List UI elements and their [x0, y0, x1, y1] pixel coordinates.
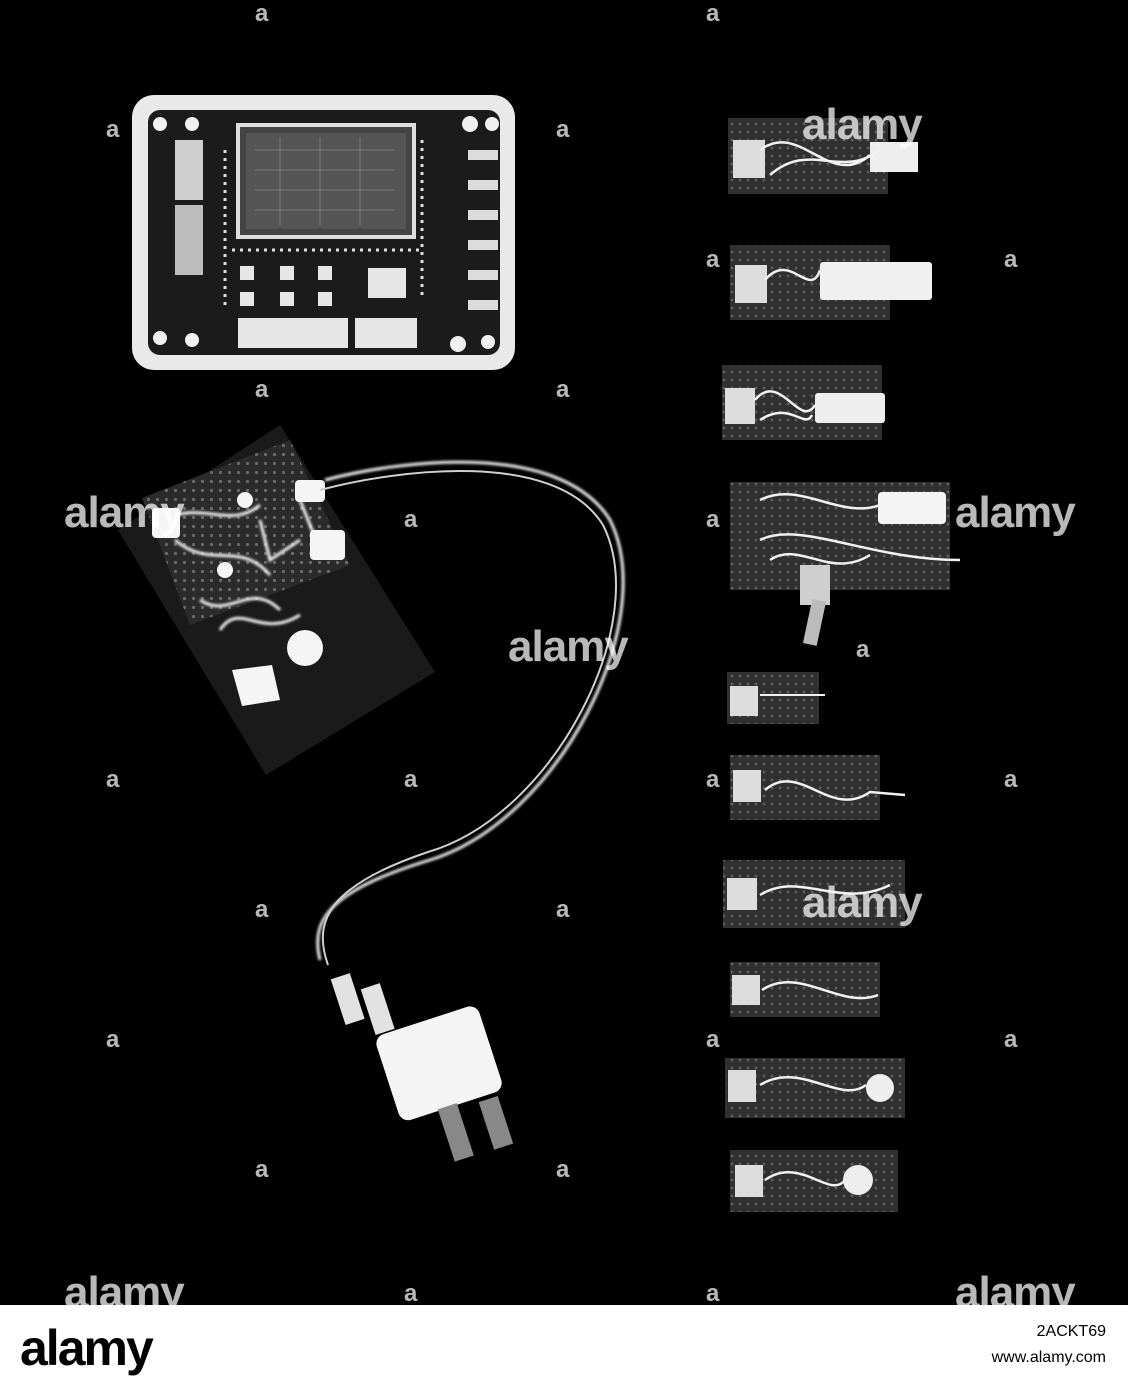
watermark-mark: a	[404, 766, 418, 793]
module-1	[728, 118, 918, 194]
module-6	[730, 755, 906, 820]
stock-footer-bar: alamy 2ACKT69 www.alamy.com	[0, 1305, 1128, 1390]
watermark-mark: a	[706, 246, 720, 273]
module-5	[727, 672, 825, 724]
watermark-mark: a	[255, 896, 269, 923]
module-4	[730, 482, 961, 646]
watermark-mark: a	[706, 0, 720, 27]
watermark-mark: a	[255, 376, 269, 403]
watermark-mark: a	[404, 506, 418, 533]
module-2	[730, 245, 932, 320]
watermark-mark: a	[706, 1026, 720, 1053]
footer-image-id: 2ACKT69	[1036, 1323, 1106, 1340]
watermark-mark: a	[556, 1156, 570, 1183]
watermark-mark: a	[556, 896, 570, 923]
module-3	[722, 365, 885, 440]
watermark-text: alamy	[802, 878, 923, 927]
jack-modules-column	[722, 118, 961, 1212]
watermark-mark: a	[856, 636, 870, 663]
footer-logo: alamy	[20, 1320, 154, 1376]
watermark-text: alamy	[955, 488, 1076, 537]
main-pcb-board	[132, 95, 515, 370]
watermark-mark: a	[106, 116, 120, 143]
watermark-mark: a	[255, 0, 269, 27]
watermark-mark: a	[106, 1026, 120, 1053]
watermark-text: alamy	[508, 622, 629, 671]
watermark-text: alamy	[64, 488, 185, 537]
switch-component	[330, 973, 514, 1162]
watermark-mark: a	[706, 506, 720, 533]
module-10	[730, 1150, 898, 1212]
module-9	[725, 1058, 905, 1118]
perfboard-left	[118, 425, 625, 1162]
watermark-mark: a	[556, 116, 570, 143]
watermark-mark: a	[556, 376, 570, 403]
watermark-mark: a	[255, 1156, 269, 1183]
watermark-text: alamy	[802, 100, 923, 149]
watermark-mark: a	[106, 766, 120, 793]
footer-url: www.alamy.com	[991, 1349, 1106, 1366]
module-7	[723, 860, 905, 928]
watermark-mark: a	[404, 1280, 418, 1307]
watermark-mark: a	[1004, 1026, 1018, 1053]
watermark-mark: a	[706, 766, 720, 793]
watermark-mark: a	[1004, 246, 1018, 273]
module-8	[730, 962, 880, 1017]
watermark-mark: a	[706, 1280, 720, 1307]
watermark-mark: a	[1004, 766, 1018, 793]
